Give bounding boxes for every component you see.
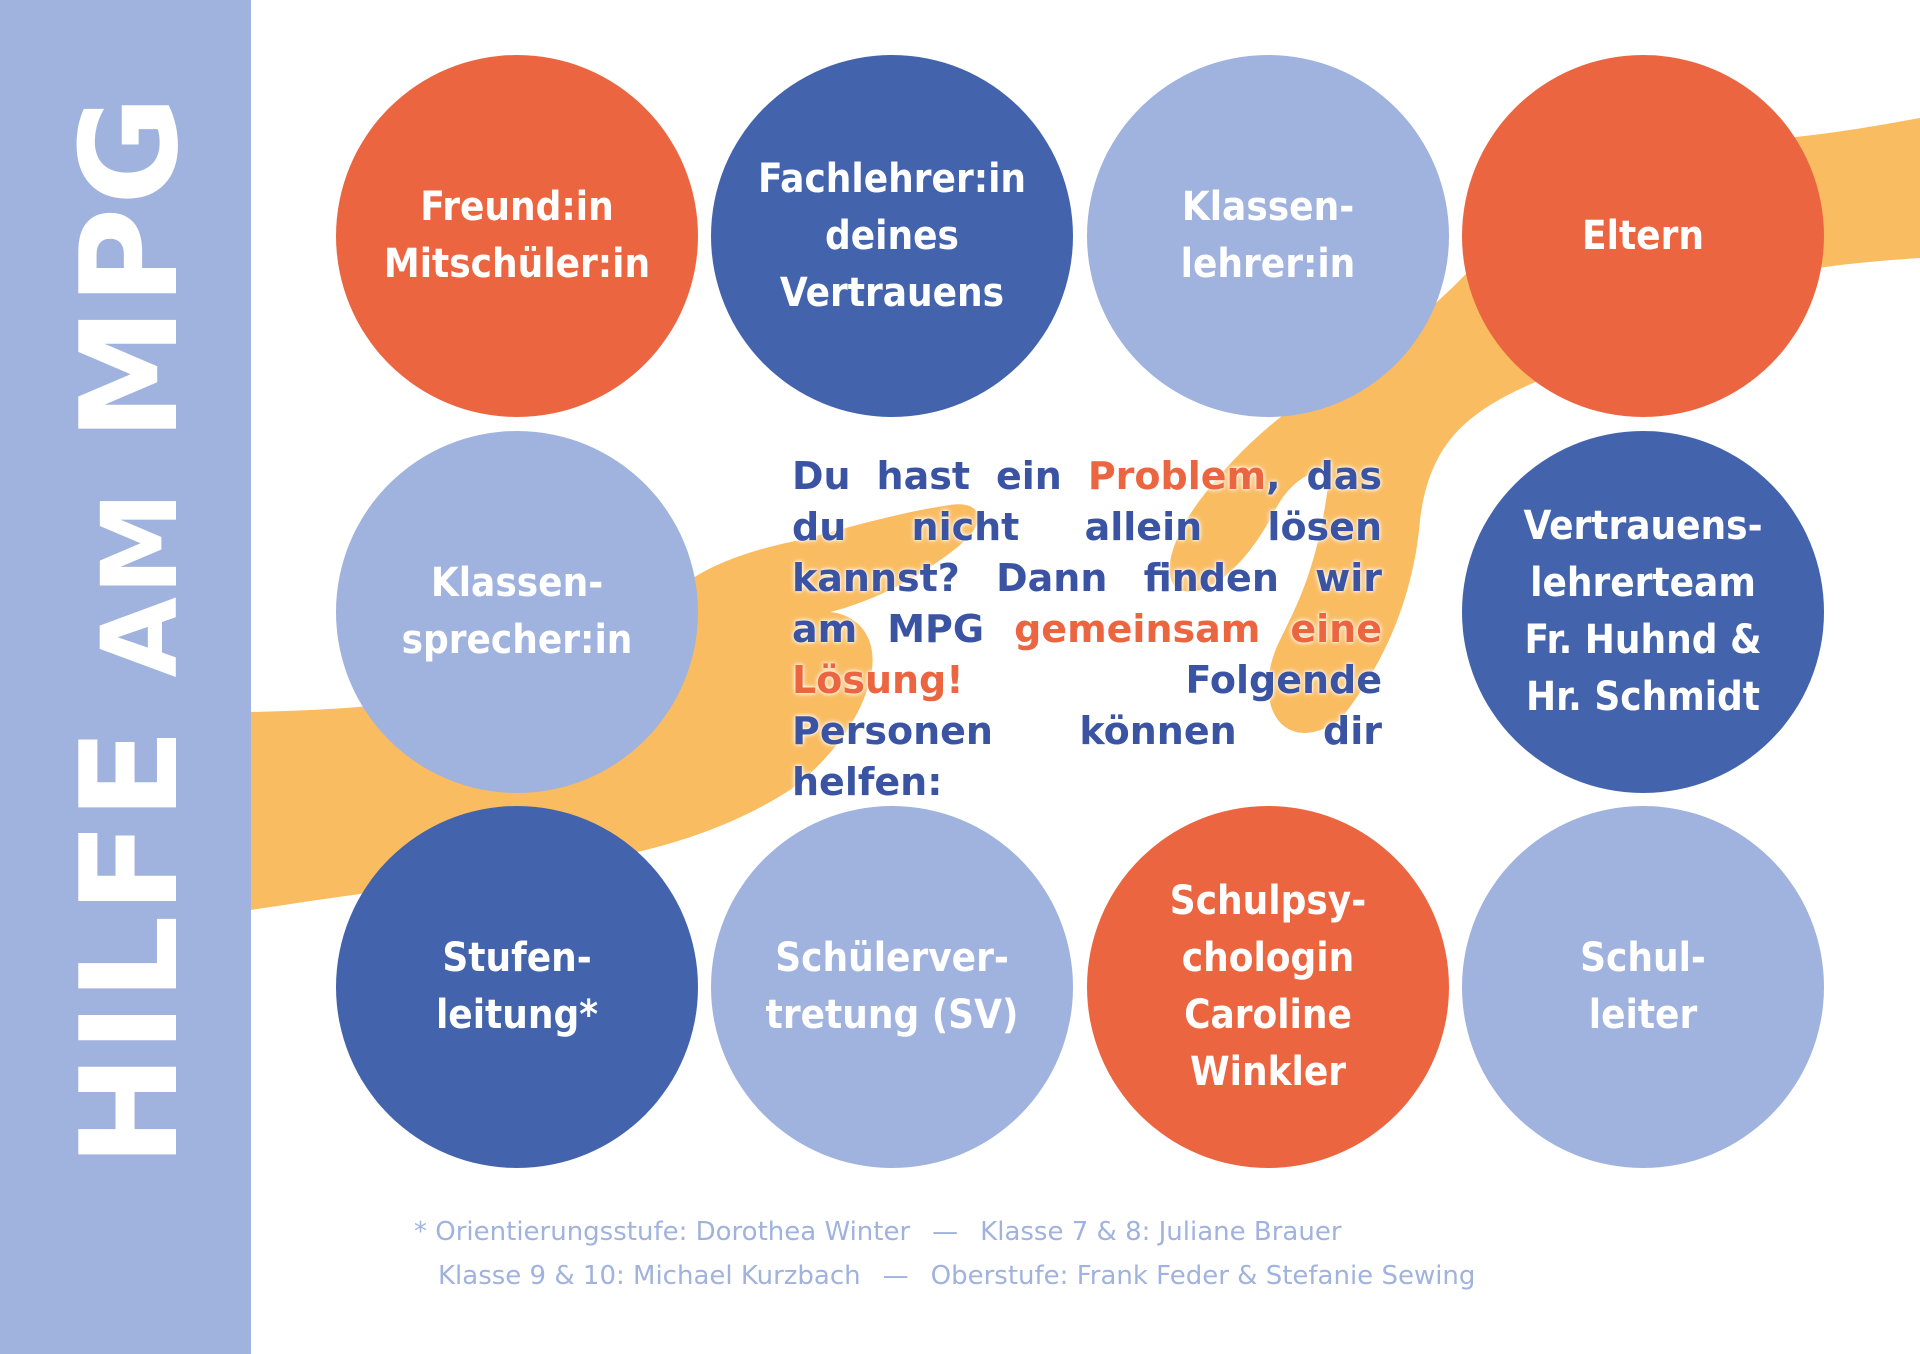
helper-label: Vertrauens- lehrerteam Fr. Huhnd & Hr. S… bbox=[1523, 503, 1763, 720]
message-part-1: Du hast ein bbox=[792, 454, 1088, 498]
footnote: * Orientierungsstufe: Dorothea Winter—Kl… bbox=[414, 1210, 1614, 1298]
sidebar-title-hilfe: HILFE bbox=[52, 726, 208, 1167]
sidebar-title-mpg: MPG bbox=[52, 93, 208, 441]
helper-circle-eltern: Eltern bbox=[1462, 55, 1824, 417]
footnote-separator: — bbox=[882, 1261, 909, 1291]
sidebar: HILFE AM MPG bbox=[0, 0, 251, 1354]
footnote-klasse-7-8: Klasse 7 & 8: Juliane Brauer bbox=[980, 1217, 1342, 1247]
helper-label: Schul- leiter bbox=[1580, 935, 1706, 1038]
helper-circle-klassenlehrerin: Klassen- lehrer:in bbox=[1087, 55, 1449, 417]
helper-circle-fachlehrerin: Fachlehrer:in deines Vertrauens bbox=[711, 55, 1073, 417]
helper-label: Eltern bbox=[1582, 212, 1704, 259]
footnote-line-1: * Orientierungsstufe: Dorothea Winter — Kl… bbox=[414, 1210, 1614, 1254]
helper-label: Stufen- leitung* bbox=[435, 935, 599, 1038]
footnote-separator: — bbox=[932, 1217, 959, 1247]
helper-circle-schulleiter: Schul- leiter bbox=[1462, 806, 1824, 1168]
footnote-oberstufe: Oberstufe: Frank Feder & Stefanie Sewing bbox=[930, 1261, 1476, 1291]
sidebar-title-am: AM bbox=[79, 489, 201, 678]
helper-label: Fachlehrer:in deines Vertrauens bbox=[757, 155, 1027, 316]
intro-message: Du hast ein Problem, das du nicht allein… bbox=[792, 451, 1382, 808]
helper-label: Klassen- lehrer:in bbox=[1180, 184, 1356, 287]
helper-circle-schulpsychologin: Schulpsy- chologin Caroline Winkler bbox=[1087, 806, 1449, 1168]
footnote-orientierungsstufe: Orientierungsstufe: Dorothea Winter bbox=[435, 1217, 911, 1247]
message-accent-problem: Problem bbox=[1087, 454, 1267, 498]
footnote-line-2: Klasse 9 & 10: Michael Kurzbach — Oberstuf… bbox=[414, 1254, 1614, 1298]
helper-label: Klassen- sprecher:in bbox=[401, 560, 633, 663]
footnote-marker: * bbox=[414, 1217, 427, 1247]
helper-label: Schulpsy- chologin Caroline Winkler bbox=[1169, 878, 1367, 1095]
sidebar-title: HILFE AM MPG bbox=[52, 93, 208, 1166]
helper-label: Schülerver- tretung (SV) bbox=[765, 935, 1019, 1038]
footnote-klasse-9-10: Klasse 9 & 10: Michael Kurzbach bbox=[438, 1261, 861, 1291]
helper-circle-schuelervertretung: Schülerver- tretung (SV) bbox=[711, 806, 1073, 1168]
helper-circle-freundin: Freund:in Mitschüler:in bbox=[336, 55, 698, 417]
helper-circle-stufenleitung: Stufen- leitung* bbox=[336, 806, 698, 1168]
message-part-2: , das du nicht allein lösen kannst? Dann… bbox=[792, 454, 1382, 651]
helper-circle-klassensprecherin: Klassen- sprecher:in bbox=[336, 431, 698, 793]
helper-label: Freund:in Mitschüler:in bbox=[383, 184, 651, 287]
message-accent-solution: gemeinsam eine Lösung! bbox=[792, 607, 1382, 702]
message-part-3: Folgende Personen können dir helfen: bbox=[792, 658, 1382, 804]
helper-circle-vertrauenslehrerteam: Vertrauens- lehrerteam Fr. Huhnd & Hr. S… bbox=[1462, 431, 1824, 793]
